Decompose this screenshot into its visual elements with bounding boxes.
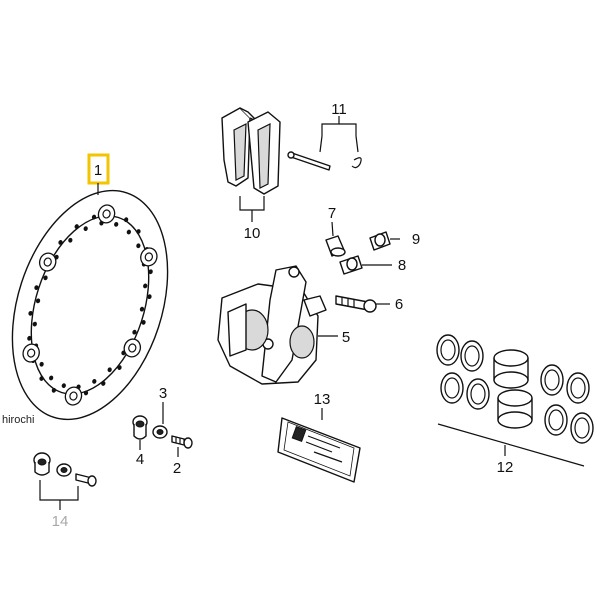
drill-hole (49, 375, 54, 381)
seal-rings (436, 334, 594, 444)
callout-4[interactable]: 4 (136, 451, 144, 468)
drill-hole (126, 229, 131, 235)
caliper-bolt-6[interactable] (335, 295, 390, 313)
brake-disc[interactable] (0, 171, 195, 440)
seal-kit[interactable] (436, 334, 594, 467)
seal-ring-inner (548, 409, 564, 431)
callout-9[interactable]: 9 (412, 231, 420, 248)
drill-hole (124, 217, 129, 223)
callout-7[interactable]: 7 (328, 205, 336, 222)
mount-hole (27, 348, 36, 358)
drill-hole (141, 320, 146, 325)
piston-left (493, 349, 529, 389)
drill-hole (39, 361, 44, 367)
callout-13[interactable]: 13 (314, 391, 331, 408)
seal-ring-inner (440, 339, 456, 361)
bolt-2 (171, 435, 193, 449)
seal-ring-inner (570, 377, 586, 399)
callout-10[interactable]: 10 (244, 225, 261, 242)
callout-6[interactable]: 6 (395, 296, 403, 313)
drill-hole (39, 376, 44, 381)
callout-14[interactable]: 14 (52, 513, 69, 530)
seal-ring-inner (464, 345, 480, 367)
drill-hole (83, 390, 89, 396)
bolt-set-14[interactable] (33, 452, 97, 510)
sleeve-4 (132, 415, 148, 440)
drill-hole (91, 214, 97, 220)
callout-2[interactable]: 2 (173, 460, 181, 477)
drill-hole (136, 243, 141, 249)
bleed-screw-9[interactable] (369, 231, 400, 251)
drill-hole (101, 381, 106, 386)
warning-decal[interactable] (277, 408, 361, 483)
drill-hole (117, 365, 122, 370)
drill-hole (27, 335, 32, 341)
callout-8[interactable]: 8 (398, 257, 406, 274)
seal-ring-inner (470, 383, 486, 405)
mount-hole (102, 209, 111, 219)
drill-hole (139, 306, 145, 312)
bleed-cap[interactable] (325, 221, 346, 257)
drill-hole (136, 229, 141, 234)
drill-hole (28, 310, 33, 316)
callout-11[interactable]: 11 (331, 101, 347, 118)
drill-hole (114, 221, 119, 227)
seal-ring-inner (444, 377, 460, 399)
drill-hole (43, 275, 48, 281)
mount-hole (128, 343, 137, 353)
drill-hole (148, 269, 153, 275)
watermark-text: hirochi (2, 414, 35, 426)
callout-1[interactable]: 1 (94, 162, 102, 179)
mount-hole (43, 257, 52, 267)
callout-3[interactable]: 3 (159, 385, 167, 402)
bleed-screw-8[interactable] (339, 255, 392, 275)
drill-hole (61, 383, 66, 389)
seal-ring-inner (544, 369, 560, 391)
bolt-set-2-3-4[interactable] (132, 402, 193, 457)
bracket-11 (321, 123, 357, 136)
drill-hole (34, 285, 39, 290)
mount-hole (144, 252, 153, 262)
seal-ring-inner (574, 417, 590, 439)
drill-hole (35, 298, 41, 304)
drill-hole (58, 240, 63, 245)
drill-hole (92, 378, 97, 384)
drill-hole (51, 387, 56, 393)
callout-12[interactable]: 12 (497, 459, 514, 476)
washer-3 (152, 425, 168, 439)
disc-mount-bosses (22, 204, 158, 406)
pad-pin-and-clip[interactable] (287, 116, 362, 171)
drill-hole (74, 224, 79, 229)
piston-right (497, 389, 533, 429)
drill-hole (32, 321, 37, 327)
bracket-14 (39, 480, 79, 501)
disc-inner-edge (30, 215, 150, 395)
brake-pads[interactable] (221, 107, 281, 222)
drill-hole (132, 329, 137, 335)
leader-12 (437, 423, 585, 467)
drill-hole (143, 283, 148, 289)
bracket-10 (239, 196, 265, 211)
drill-hole (107, 367, 112, 373)
drill-hole (147, 294, 152, 300)
drill-hole (83, 226, 88, 232)
callout-5[interactable]: 5 (342, 329, 350, 346)
mount-hole (69, 391, 78, 401)
drill-hole (68, 237, 73, 243)
brake-caliper[interactable] (217, 265, 338, 385)
